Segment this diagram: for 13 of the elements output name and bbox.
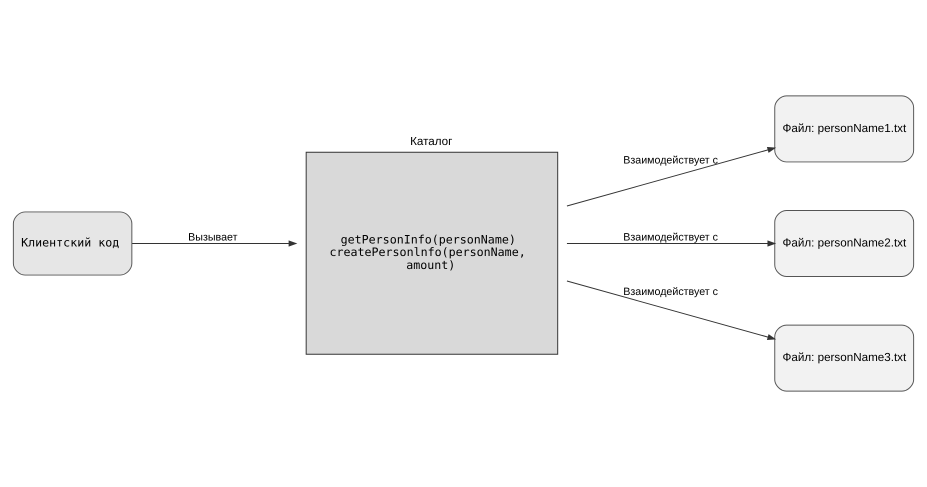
edge-label: Взаимодействует с bbox=[623, 154, 718, 167]
arrow bbox=[132, 240, 298, 247]
node-box: Файл: personName1.txt bbox=[774, 95, 914, 162]
node-box: Файл: personName3.txt bbox=[774, 324, 914, 392]
arrow bbox=[566, 280, 776, 340]
node-label: Каталог bbox=[410, 135, 452, 148]
node-box: Файл: personName2.txt bbox=[774, 210, 914, 277]
arrow bbox=[566, 240, 776, 247]
edge-label: Вызывает bbox=[188, 231, 238, 244]
edge-label: Взаимодействует с bbox=[623, 286, 718, 298]
edge-label: Взаимодействует с bbox=[623, 231, 718, 244]
arrow bbox=[566, 147, 776, 206]
node-box: Клиентский код bbox=[12, 211, 132, 276]
